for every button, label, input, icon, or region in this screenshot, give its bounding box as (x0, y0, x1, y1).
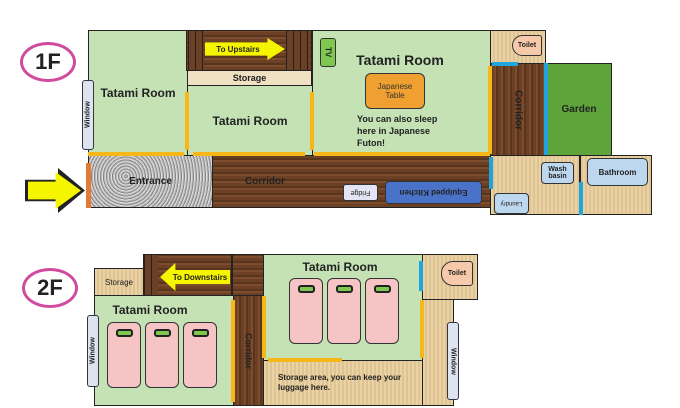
wash-basin: Wash basin (541, 162, 574, 184)
arrow-to-upstairs: To Upstairs (205, 38, 285, 60)
entrance: Entrance (88, 155, 213, 208)
sliding-door (193, 152, 305, 156)
garden: Garden (546, 63, 612, 156)
window: Window (82, 80, 94, 150)
pillow-icon (336, 285, 353, 293)
bathroom: Bathroom (587, 158, 648, 186)
entrance-arrow-fill (28, 172, 81, 209)
stairs-label: To Downstairs (172, 272, 228, 282)
pillow-icon (374, 285, 391, 293)
front-door (86, 163, 91, 208)
window-right: Window (447, 322, 459, 400)
stair-steps (188, 31, 204, 70)
equipped-kitchen: Equipped Kitchen (385, 181, 482, 204)
tatami-room-left-label: Tatami Room (112, 303, 188, 317)
futon (145, 322, 179, 388)
stair-steps (144, 255, 158, 296)
tv: TV (320, 38, 336, 67)
pillow-icon (154, 329, 171, 337)
sliding-door (231, 300, 235, 402)
sliding-door (262, 296, 266, 358)
stair-steps (286, 31, 310, 70)
tatami-room-left: Tatami Room (88, 30, 188, 156)
toilet: Toilet (441, 261, 473, 286)
corridor-vertical: Corridor (490, 63, 546, 156)
door-blue (419, 261, 423, 291)
sliding-door (488, 66, 492, 154)
futon (183, 322, 217, 388)
tatami-room-main-label: Tatami Room (356, 52, 444, 68)
toilet: Toilet (512, 35, 542, 56)
floor-label-1f: 1F (20, 42, 76, 82)
pillow-icon (298, 285, 315, 293)
futon (289, 278, 323, 344)
futon (327, 278, 361, 344)
floor-label-2f: 2F (22, 268, 78, 308)
sliding-door (185, 92, 189, 150)
stair-divider (231, 255, 233, 296)
storage-area-note: Storage area, you can keep your luggage … (278, 373, 402, 392)
door-blue (579, 182, 583, 215)
japanese-table: Japanese Table (365, 73, 425, 109)
storage: Storage (94, 268, 144, 296)
futon (365, 278, 399, 344)
door-blue (489, 157, 493, 189)
tatami-room-right-label: Tatami Room (302, 260, 378, 274)
pillow-icon (116, 329, 133, 337)
glass-door (544, 63, 548, 155)
stairs-label: To Upstairs (216, 44, 260, 54)
storage-area (263, 360, 423, 406)
window-left: Window (87, 315, 99, 387)
laundry: Laundry (494, 193, 529, 214)
pillow-icon (192, 329, 209, 337)
futon-note: You can also sleep here in Japanese Futo… (357, 114, 438, 148)
corridor: Corridor (233, 295, 264, 406)
storage: Storage (187, 70, 312, 86)
sliding-door (420, 300, 424, 358)
sliding-door (268, 358, 342, 362)
fridge: Fridge (343, 184, 378, 201)
futon (107, 322, 141, 388)
tatami-room-middle: Tatami Room (187, 85, 313, 156)
door-blue (492, 62, 518, 66)
sliding-door (310, 92, 314, 150)
sliding-door (88, 152, 184, 156)
sliding-door (314, 152, 490, 156)
